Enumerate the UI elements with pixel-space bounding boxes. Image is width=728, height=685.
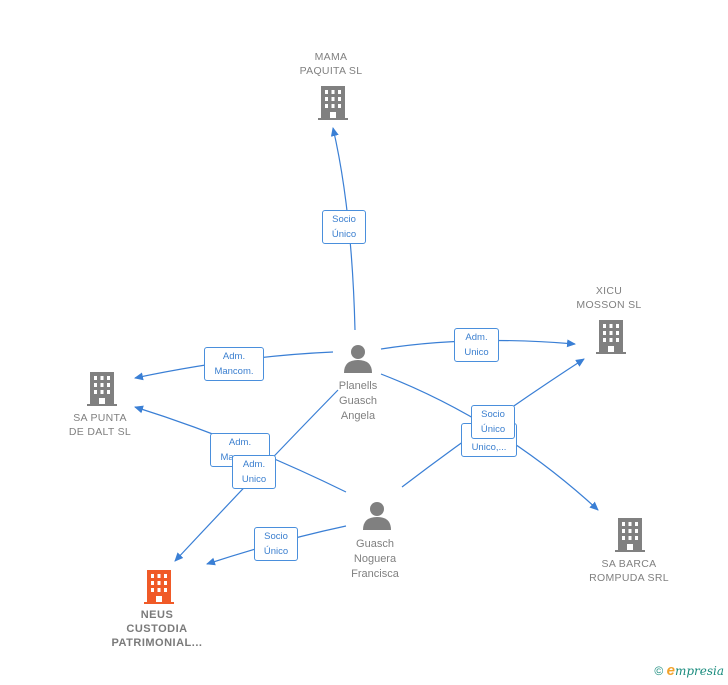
node-label-sa-barca[interactable]: SA BARCA ROMPUDA SRL xyxy=(589,558,669,584)
building-icon[interactable] xyxy=(318,86,348,120)
main-company-building-icon[interactable] xyxy=(144,570,174,604)
building-icon[interactable] xyxy=(596,320,626,354)
node-label-neus-custodia[interactable]: NEUS CUSTODIA PATRIMONIAL... xyxy=(111,609,203,649)
edge-label-adm-unico: Adm. Unico xyxy=(454,328,499,362)
node-label-sa-punta[interactable]: SA PUNTA DE DALT SL xyxy=(68,412,132,438)
person-icon[interactable] xyxy=(343,343,373,373)
node-label-guasch[interactable]: Guasch Noguera Francisca xyxy=(351,538,399,580)
empresia-logo: © empresia xyxy=(654,662,724,679)
edge-label-socio-unico: Socio Único xyxy=(471,405,515,439)
edge-label-adm-unico: Adm. Unico xyxy=(232,455,276,489)
node-label-planells[interactable]: Planells Guasch Angela xyxy=(338,380,378,422)
copyright-symbol: © xyxy=(654,664,664,678)
brand-name: mpresia xyxy=(674,664,724,678)
edge-label-socio-unico: Socio Único xyxy=(254,527,298,561)
building-icon[interactable] xyxy=(615,518,645,552)
edge-label-socio-unico: Socio Único xyxy=(322,210,366,244)
brand-initial: e xyxy=(666,662,675,679)
edge-label-adm-mancom: Adm. Mancom. xyxy=(204,347,264,381)
node-label-xicu-mosson[interactable]: XICU MOSSON SL xyxy=(576,285,642,311)
person-icon[interactable] xyxy=(362,500,392,530)
node-label-mama-paquita[interactable]: MAMA PAQUITA SL xyxy=(299,51,363,77)
building-icon[interactable] xyxy=(87,372,117,406)
